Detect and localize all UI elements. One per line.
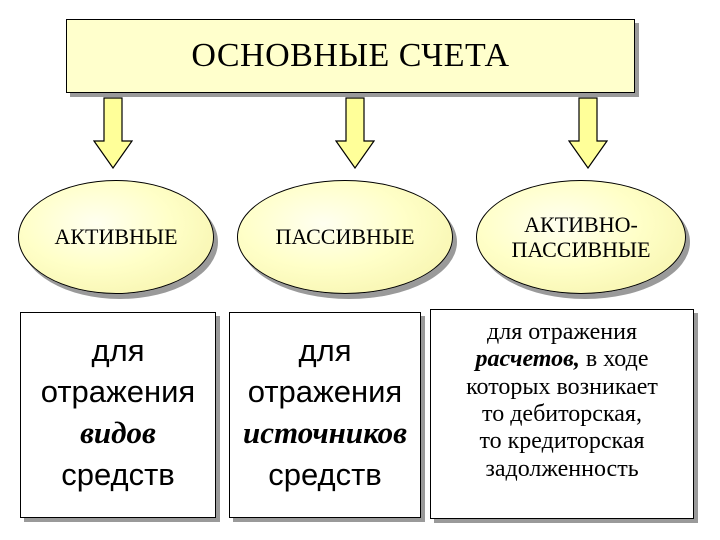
oval-active: АКТИВНЫЕ — [18, 180, 214, 294]
down-arrow-icon — [93, 97, 133, 169]
description-line: отражения — [40, 374, 196, 410]
description-box-passive: для отражения источников средств — [229, 312, 421, 518]
description-line: расчетов, в ходе — [431, 346, 693, 373]
down-arrow-icon — [568, 97, 608, 169]
description-line: средств — [61, 456, 175, 492]
description-line: отражения — [247, 374, 403, 410]
oval-label-line: ПАССИВНЫЕ — [511, 237, 651, 262]
description-box-active: для отражения видов средств — [20, 312, 216, 518]
description-line: для — [298, 333, 352, 368]
description-line: то дебиторская, — [482, 401, 642, 428]
description-box-active-passive: для отражения расчетов, в ходе которых в… — [430, 309, 694, 519]
description-emphasis: видов — [80, 415, 156, 451]
down-arrow-icon — [335, 97, 375, 169]
oval-active-passive: АКТИВНО- ПАССИВНЫЕ — [476, 180, 686, 294]
down-arrow-middle-icon — [335, 97, 375, 169]
description-line: средств — [268, 456, 382, 492]
title-box: ОСНОВНЫЕ СЧЕТА — [66, 19, 635, 93]
description-emphasis: источников — [242, 415, 407, 451]
oval-label-active: АКТИВНЫЕ — [54, 224, 178, 250]
description-line: задолженность — [485, 455, 639, 482]
description-line: то кредиторская — [479, 428, 645, 455]
description-line: которых возникает — [466, 373, 658, 400]
oval-passive: ПАССИВНЫЕ — [237, 180, 453, 294]
down-arrow-left-icon — [93, 97, 133, 169]
diagram-title: ОСНОВНЫЕ СЧЕТА — [191, 37, 510, 74]
down-arrow-right-icon — [568, 97, 608, 169]
description-line-rest: в ходе — [579, 346, 649, 373]
description-line: для — [91, 333, 145, 368]
oval-label-active-passive: АКТИВНО- ПАССИВНЫЕ — [511, 212, 650, 263]
oval-label-passive: ПАССИВНЫЕ — [275, 224, 415, 250]
description-emphasis: расчетов, — [475, 346, 580, 373]
oval-label-line: АКТИВНО- — [524, 211, 638, 237]
description-line: для отражения — [487, 319, 637, 345]
